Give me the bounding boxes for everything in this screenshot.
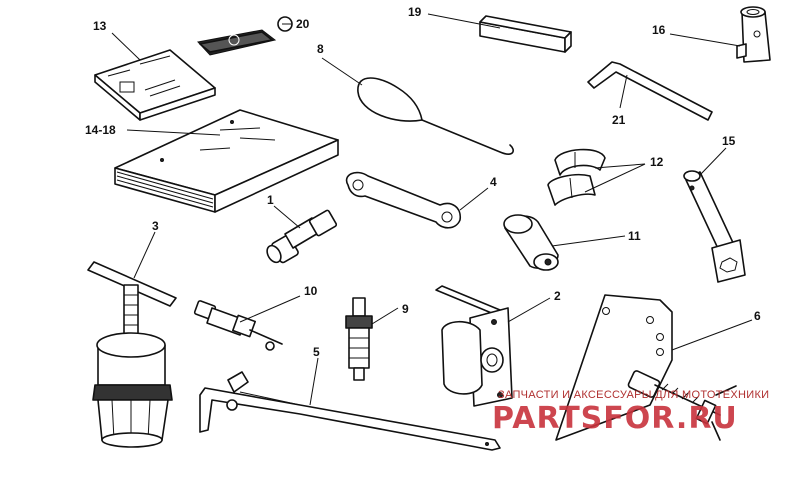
watermark-logo: PARTSFOR.RU xyxy=(492,401,738,436)
part-9-valve-adapter xyxy=(345,297,373,381)
part-15-box-spanner xyxy=(683,170,746,283)
leader-10 xyxy=(239,295,301,323)
callout-19: 19 xyxy=(408,5,422,19)
leader-4 xyxy=(459,187,489,211)
leader-1 xyxy=(273,205,301,229)
part-6-plate-tool xyxy=(555,294,737,441)
part-11-socket xyxy=(503,214,559,271)
callout-10: 10 xyxy=(304,284,318,298)
callout-9: 9 xyxy=(402,302,409,316)
part-19-square-bar xyxy=(479,15,572,53)
leader-15 xyxy=(699,147,727,176)
callout-20: 20 xyxy=(296,17,310,31)
callout-8: 8 xyxy=(317,42,324,56)
leader-8 xyxy=(321,57,363,86)
part-20-tool-pouch xyxy=(197,16,293,56)
callout-15: 15 xyxy=(722,134,736,148)
leader-13 xyxy=(111,32,141,61)
callout-14-18: 14-18 xyxy=(85,123,116,137)
callout-16: 16 xyxy=(652,23,666,37)
callout-4: 4 xyxy=(490,175,497,189)
leader-19 xyxy=(427,13,501,29)
leader-9 xyxy=(371,307,399,325)
leader-16 xyxy=(669,33,741,47)
part-3-flywheel-puller xyxy=(87,261,177,448)
callout-13: 13 xyxy=(93,19,107,33)
callout-1: 1 xyxy=(267,193,274,207)
part-4-spanner xyxy=(345,171,462,229)
part-16-pin-wrench xyxy=(736,6,771,63)
leader-5 xyxy=(309,357,319,406)
leader-21 xyxy=(619,74,628,109)
part-8-cable-tool xyxy=(357,77,514,155)
callout-6: 6 xyxy=(754,309,761,323)
part-12-half-shells xyxy=(547,148,606,206)
part-5-lever-tool xyxy=(199,371,501,451)
leader-2 xyxy=(507,297,551,323)
callout-2: 2 xyxy=(554,289,561,303)
leader-6 xyxy=(671,319,753,351)
part-13-owner-manual xyxy=(94,49,216,121)
callout-12: 12 xyxy=(650,155,664,169)
callout-5: 5 xyxy=(313,345,320,359)
callout-21: 21 xyxy=(612,113,626,127)
part-1-adapter xyxy=(266,209,338,264)
leader-3 xyxy=(133,231,156,279)
part-10-valve-tool xyxy=(193,300,283,351)
part-21-hex-key xyxy=(587,61,713,121)
part-2-flange-holder xyxy=(435,285,513,407)
watermark-tagline: ЗАПЧАСТИ И АКСЕССУАРЫ ДЛЯ МОТОТЕХНИКИ xyxy=(498,389,769,401)
leader-12b xyxy=(584,163,646,193)
leader-14-18 xyxy=(126,129,221,136)
watermark: ЗАПЧАСТИ И АКСЕССУАРЫ ДЛЯ МОТОТЕХНИКИ PA… xyxy=(492,389,769,436)
part-14-18-workshop-manual xyxy=(114,109,339,213)
leader-12a xyxy=(594,163,646,169)
callout-3: 3 xyxy=(152,219,159,233)
callout-11: 11 xyxy=(628,229,641,243)
leader-11 xyxy=(551,235,626,247)
